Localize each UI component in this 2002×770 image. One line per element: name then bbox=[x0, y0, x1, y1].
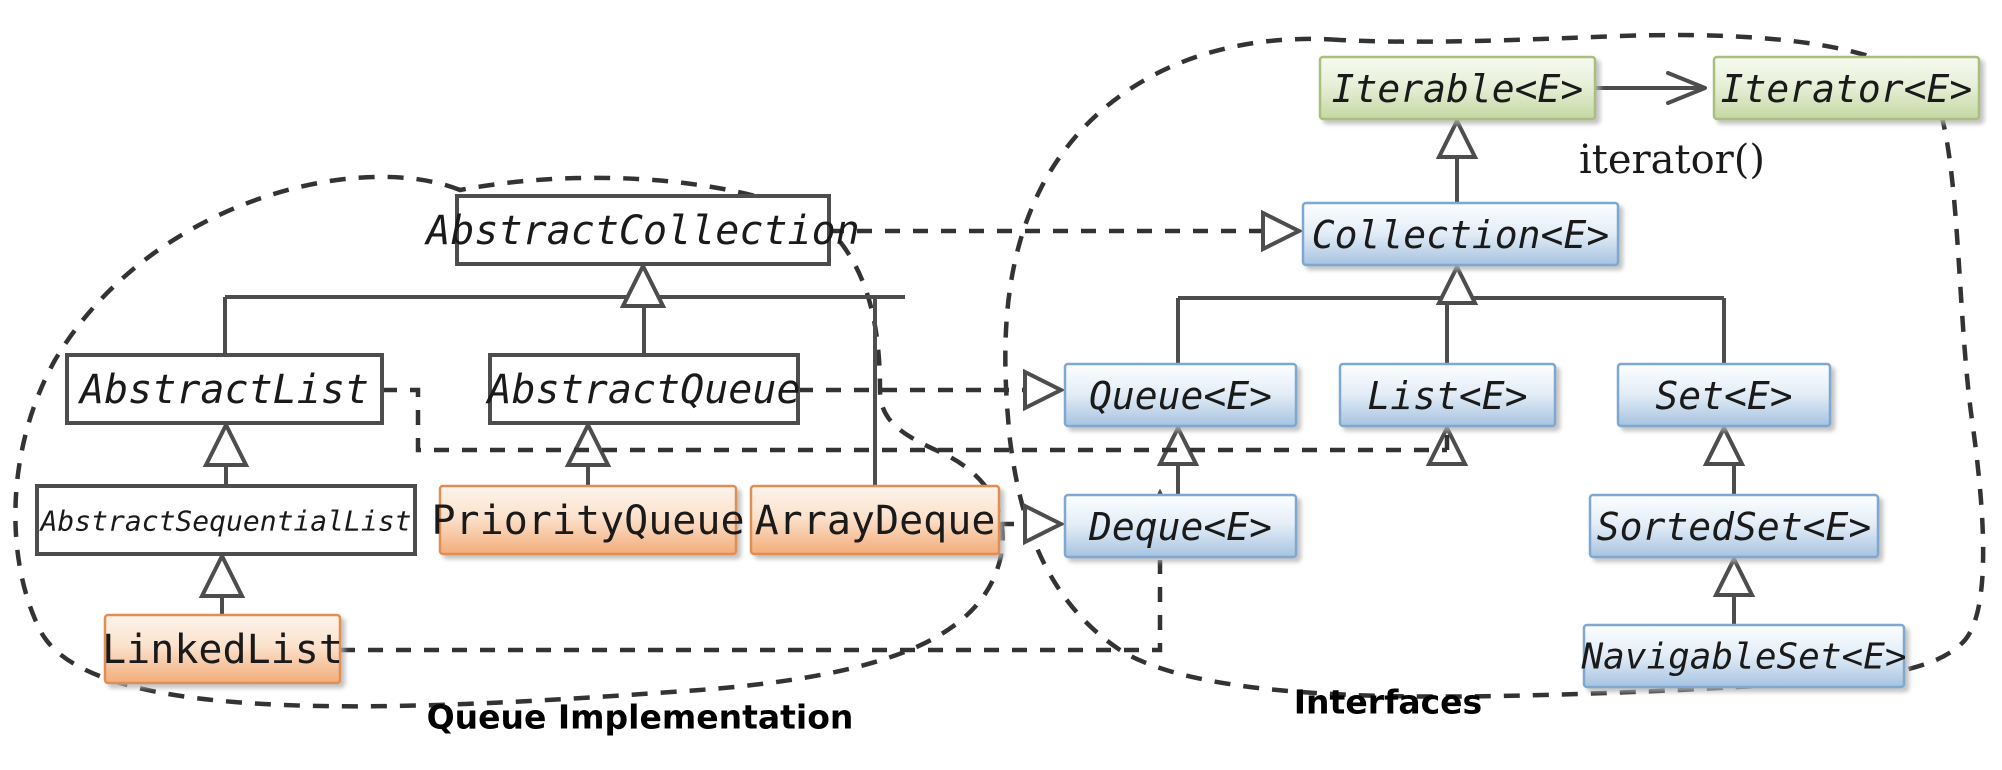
class-name-label: NavigableSet<E> bbox=[1580, 637, 1906, 678]
class-box-abstract-queue[interactable]: AbstractQueue bbox=[484, 353, 801, 425]
class-name-label: SortedSet<E> bbox=[1597, 505, 1872, 549]
arrowheads-generalization-left bbox=[198, 261, 667, 598]
class-box-queue[interactable]: Queue<E> bbox=[1063, 362, 1298, 428]
class-name-label: LinkedList bbox=[102, 627, 343, 673]
cluster-label-interfaces: Interfaces bbox=[1294, 683, 1482, 722]
class-box-frame bbox=[455, 194, 831, 266]
class-box-frame bbox=[1582, 623, 1906, 689]
class-name-label: Iterator<E> bbox=[1721, 67, 1973, 111]
class-name-label: Queue<E> bbox=[1089, 374, 1272, 418]
class-box-frame bbox=[103, 613, 342, 685]
class-box-linked-list[interactable]: LinkedList bbox=[102, 613, 343, 685]
class-box-abstract-collection[interactable]: AbstractCollection bbox=[423, 194, 860, 266]
class-box-frame bbox=[35, 484, 417, 556]
edge-label-iterator-method: iterator() bbox=[1579, 137, 1765, 183]
class-box-frame bbox=[488, 353, 800, 425]
class-name-label: Deque<E> bbox=[1088, 505, 1272, 549]
cluster-label-queue-impl: Queue Implementation bbox=[427, 698, 854, 737]
cluster-outline-queue-implementation bbox=[13, 174, 1005, 709]
class-name-label: AbstractSequentialList bbox=[39, 505, 412, 538]
class-box-array-deque[interactable]: ArrayDeque bbox=[749, 484, 1001, 556]
class-box-frame bbox=[1063, 493, 1298, 559]
class-box-collection[interactable]: Collection<E> bbox=[1301, 201, 1620, 267]
class-name-label: Set<E> bbox=[1655, 374, 1792, 418]
class-name-label: Iterable<E> bbox=[1332, 67, 1584, 111]
class-name-label: Collection<E> bbox=[1312, 213, 1609, 257]
class-box-frame bbox=[1318, 55, 1597, 121]
class-name-label: AbstractQueue bbox=[484, 367, 800, 413]
class-box-iterable[interactable]: Iterable<E> bbox=[1318, 55, 1597, 121]
class-box-list[interactable]: List<E> bbox=[1338, 362, 1557, 428]
class-name-label: ArrayDeque bbox=[755, 498, 996, 544]
class-box-frame bbox=[749, 484, 1001, 556]
diagram-labels: iterator() Queue Implementation Interfaces bbox=[427, 137, 1765, 737]
class-box-abstract-list[interactable]: AbstractList bbox=[65, 353, 384, 425]
class-box-frame bbox=[1338, 362, 1557, 428]
class-box-deque[interactable]: Deque<E> bbox=[1063, 493, 1298, 559]
class-name-label: AbstractList bbox=[77, 367, 369, 413]
edges-generalization-left bbox=[220, 264, 905, 615]
class-name-label: List<E> bbox=[1367, 374, 1527, 418]
class-box-frame bbox=[1301, 201, 1620, 267]
class-box-frame bbox=[1712, 55, 1981, 121]
edges-realization: Collection --> Queue --> List (right, do… bbox=[340, 228, 1447, 653]
class-name-label: AbstractCollection bbox=[423, 208, 859, 254]
class-box-set[interactable]: Set<E> bbox=[1616, 362, 1832, 428]
edge-iterable-iterator bbox=[1595, 71, 1707, 105]
class-box-sorted-set[interactable]: SortedSet<E> bbox=[1588, 493, 1880, 559]
class-box-frame bbox=[1063, 362, 1298, 428]
class-box-iterator[interactable]: Iterator<E> bbox=[1712, 55, 1981, 121]
class-box-frame bbox=[1588, 493, 1880, 559]
class-box-frame bbox=[1616, 362, 1832, 428]
class-name-label: PriorityQueue bbox=[431, 498, 744, 544]
class-box-frame bbox=[65, 353, 384, 425]
class-box-frame bbox=[438, 484, 738, 556]
class-box-navigable-set[interactable]: NavigableSet<E> bbox=[1580, 623, 1907, 689]
class-box-priority-queue[interactable]: PriorityQueue bbox=[431, 484, 745, 556]
class-box-abstract-sequential-list[interactable]: AbstractSequentialList bbox=[35, 484, 417, 556]
